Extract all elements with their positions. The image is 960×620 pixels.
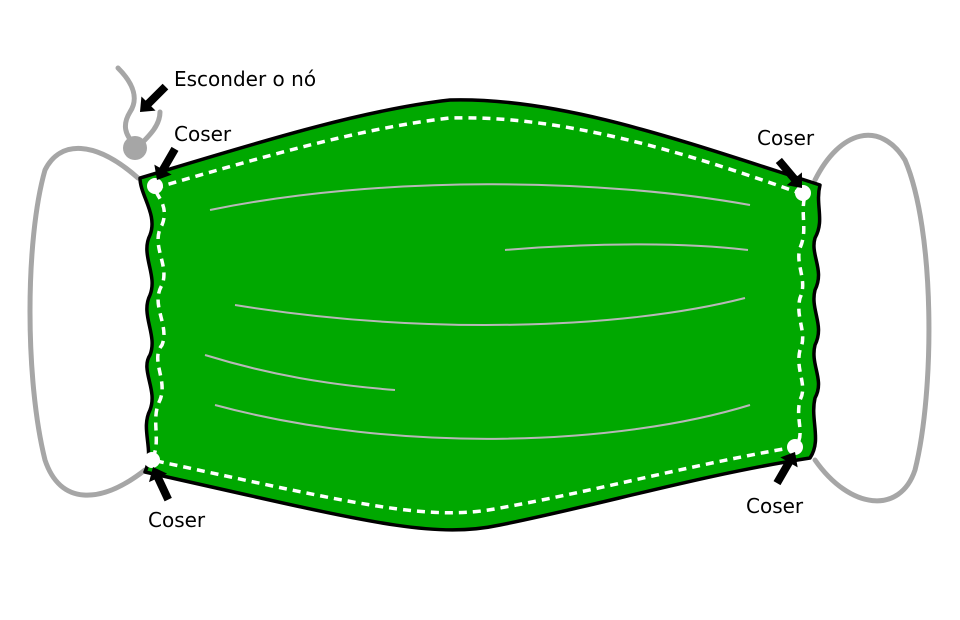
sew-point-top-right [795,185,811,201]
sew-point-bottom-right [787,439,803,455]
pleat-line [234,297,746,326]
label-hide-knot: Esconder o nó [174,67,316,91]
pleat-line [504,243,749,251]
arrow-sew-top-left [154,146,179,180]
arrow-sew-bottom-right [773,452,798,486]
right-ear-loop [812,132,932,504]
stitch-line [149,116,808,515]
pleats [204,183,751,440]
left-ear-loop [27,146,148,498]
label-sew-bottom-right: Coser [746,494,804,518]
arrow-sew-top-right [775,157,802,188]
arrow-hide-knot [140,83,169,112]
mask-body [138,98,822,532]
label-sew-bottom-left: Coser [148,508,206,532]
sew-point-bottom-left [144,452,160,468]
elastic-end-top [115,65,138,148]
pleat-line [214,404,751,440]
pleat-line [204,354,396,391]
label-sew-top-right: Coser [757,126,815,150]
pleat-line [209,183,751,211]
knot [123,136,147,160]
label-sew-top-left: Coser [174,122,232,146]
arrow-sew-bottom-left [149,467,172,502]
sew-point-top-left [147,178,163,194]
